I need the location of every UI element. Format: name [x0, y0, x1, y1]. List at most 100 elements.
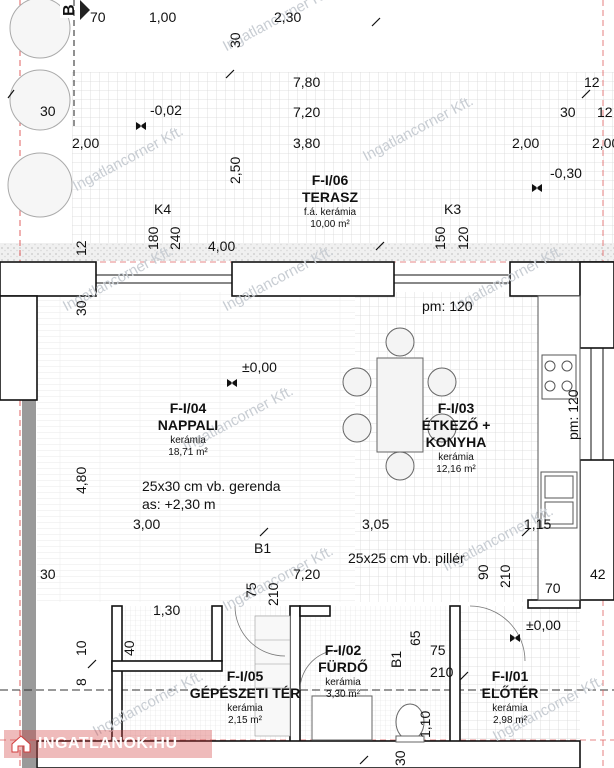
window-tag-k4: K4 [154, 201, 172, 217]
terrace-floor [72, 72, 614, 247]
room-id: F-I/01 [491, 668, 529, 684]
dimension-label: 42 [590, 566, 606, 582]
neighbor-wall [22, 400, 36, 768]
beam-height-note: as: +2,30 m [142, 496, 216, 512]
dimension-label: 70 [90, 9, 106, 25]
dimension-label: 7,20 [293, 104, 321, 120]
bathroom-fixtures [311, 695, 425, 743]
house-icon [11, 735, 31, 753]
dimension-label: 30 [40, 566, 56, 582]
site-logo[interactable]: INGATLANOK.HU [4, 730, 212, 758]
pillar-note: 25x25 cm vb. pillér [348, 550, 465, 566]
dimension-label: 12 [597, 104, 613, 120]
room-material: kerámia [492, 703, 528, 714]
room-material: kerámia [170, 435, 206, 446]
room-area: 2,15 m² [228, 715, 262, 726]
level-terrace: -0,02 [150, 102, 182, 118]
living-floor [37, 292, 355, 602]
dimension-label: 2,50 [227, 156, 243, 184]
beam-note: 25x30 cm vb. gerenda [142, 478, 281, 494]
dimension-label: 7,20 [293, 566, 321, 582]
beam-tag: B1 [254, 540, 272, 556]
level-markers [136, 122, 542, 642]
dimension-label: 2,30 [274, 9, 302, 25]
dimension-label: 75 [430, 642, 446, 658]
level-entry: ±0,00 [526, 617, 561, 633]
room-material: kerámia [325, 677, 361, 688]
room-material: kerámia [227, 703, 263, 714]
dimension-label: 210 [497, 564, 513, 588]
level-living: ±0,00 [242, 359, 277, 375]
dimension-label: 70 [545, 580, 561, 596]
gravel-strip [0, 243, 614, 261]
mechanical-equipment [254, 615, 291, 737]
room-terrace: F-I/06 TERASZ f.á. kerámia 10,00 m² [280, 173, 380, 230]
dimension-label: 30 [227, 32, 243, 48]
dimension-label: 30 [560, 104, 576, 120]
dimension-label: 240 [167, 226, 183, 250]
dimension-label: 120 [455, 226, 471, 250]
room-bathroom: F-I/02 FÜRDŐ kerámia 3,30 m² [303, 643, 383, 700]
walls [0, 261, 614, 768]
room-name: TERASZ [302, 189, 358, 205]
dimension-label: 40 [121, 640, 137, 656]
dimension-label: 210 [430, 664, 454, 680]
room-area: 12,16 m² [436, 464, 476, 475]
room-id: F-I/04 [169, 400, 207, 416]
dimension-label: 150 [432, 226, 448, 250]
dimension-label: 12 [584, 74, 600, 90]
kitchen-counter [537, 295, 581, 601]
parapet-note-vertical: pm: 120 [565, 389, 581, 440]
section-marker [60, 0, 90, 130]
dimension-label: 10 [73, 640, 89, 656]
beam-tag-vertical: B1 [388, 650, 404, 668]
room-name: GÉPÉSZETI TÉR [189, 685, 301, 701]
room-dining-kitchen: F-I/03 ÉTKEZŐ + KONYHA kerámia 12,16 m² [406, 401, 506, 475]
doors [234, 605, 526, 691]
room-id: F-I/06 [311, 172, 349, 188]
dimension-label: 3,05 [362, 516, 390, 532]
room-name: FÜRDŐ [318, 659, 368, 675]
room-area: 18,71 m² [168, 447, 208, 458]
dimension-label: 1,10 [417, 710, 433, 738]
dimension-label: 4,80 [73, 466, 89, 494]
dimension-label: 210 [265, 582, 281, 606]
section-marker-label: B [61, 4, 78, 16]
dining-table [342, 327, 457, 481]
room-entry: F-I/01 ELŐTÉR kerámia 2,98 m² [470, 669, 550, 726]
level-terrace-right: -0,30 [550, 165, 582, 181]
dimension-label: 2,00 [72, 135, 100, 151]
logo-text: INGATLANOK.HU [38, 735, 178, 752]
tree-icons [7, 0, 73, 218]
dimension-label: 2,00 [512, 135, 540, 151]
dimension-ticks [7, 17, 591, 765]
dimension-label: 3,80 [293, 135, 321, 151]
parapet-note: pm: 120 [422, 298, 473, 314]
room-living: F-I/04 NAPPALI kerámia 18,71 m² [138, 401, 238, 458]
dimension-label: 3,00 [133, 516, 161, 532]
room-name: ELŐTÉR [481, 685, 539, 701]
room-mechanical: F-I/05 GÉPÉSZETI TÉR kerámia 2,15 m² [180, 669, 310, 726]
windows [96, 274, 604, 460]
room-name: NAPPALI [157, 417, 219, 433]
room-area: 2,98 m² [493, 715, 527, 726]
dimension-label: 30 [73, 300, 89, 316]
dimension-label: 1,15 [524, 516, 552, 532]
room-id: F-I/03 [437, 400, 475, 416]
dimension-label: 90 [475, 564, 491, 580]
room-material: f.á. kerámia [303, 207, 357, 218]
room-id: F-I/05 [226, 668, 264, 684]
dimension-label: 180 [145, 226, 161, 250]
dimension-label: 1,30 [153, 602, 181, 618]
dimension-label: 1,00 [149, 9, 177, 25]
room-area: 3,30 m² [326, 689, 360, 700]
room-name-line2: KONYHA [425, 434, 487, 450]
room-id: F-I/02 [324, 642, 362, 658]
dimension-label: 65 [407, 630, 423, 646]
room-area: 10,00 m² [310, 219, 350, 230]
dimension-label: 30 [40, 103, 56, 119]
dimension-label: 7,80 [293, 74, 321, 90]
dimension-label: 8 [73, 678, 89, 686]
